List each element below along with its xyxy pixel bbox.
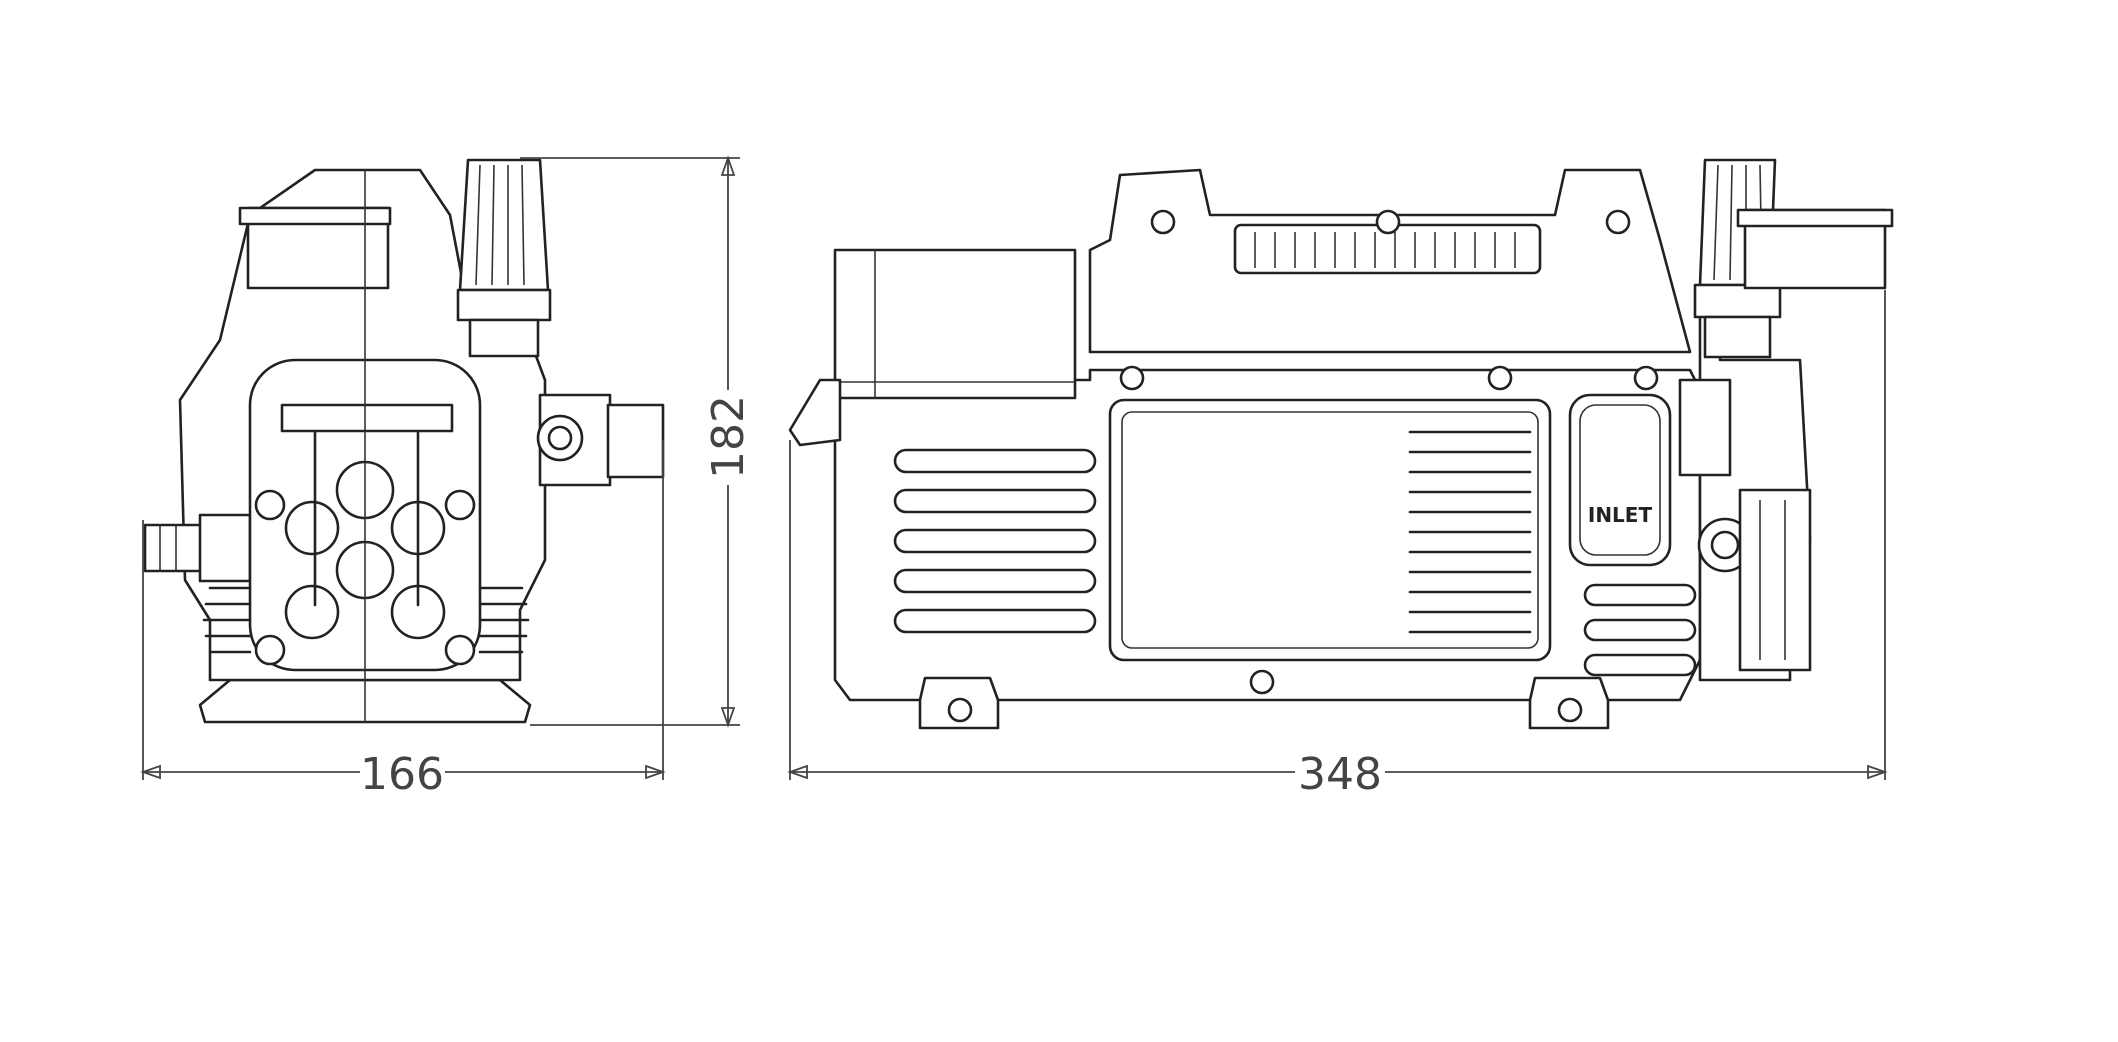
dimension-182: 182 (520, 155, 754, 728)
side-cooling-fins (202, 586, 530, 654)
front-view: INLET (788, 158, 1894, 730)
dimension-348-label: 348 (1298, 749, 1382, 800)
front-unloader-knob (1693, 158, 1782, 359)
front-inlet-plate (1568, 393, 1672, 567)
dimension-348: 348 (787, 290, 1888, 800)
side-top-cap-rim (238, 206, 392, 226)
side-outlet-fitting (536, 393, 665, 487)
front-left-block (833, 248, 1077, 400)
front-pump-head (1678, 298, 1812, 682)
side-view (143, 158, 665, 724)
side-unloader-knob (456, 158, 552, 358)
front-panel-vents (1408, 430, 1532, 634)
front-right-vents (1583, 583, 1697, 677)
inlet-label: INLET (1588, 503, 1653, 527)
front-feet (918, 676, 1610, 730)
side-inlet-connector (143, 513, 252, 583)
dimension-166-label: 166 (360, 749, 444, 800)
dimension-182-label: 182 (703, 395, 754, 479)
front-left-vents (893, 448, 1097, 634)
front-center-panel (1108, 398, 1552, 662)
front-left-bracket (788, 378, 842, 447)
front-handle-ribs (1254, 232, 1516, 268)
dimension-166: 166 (140, 440, 666, 800)
